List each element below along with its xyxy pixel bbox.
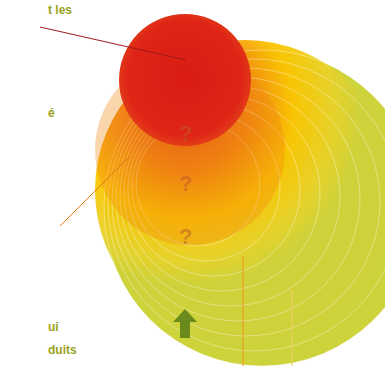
side-text: duits [48,343,77,357]
question-mark: ? [179,122,192,146]
leader-line [40,27,186,60]
red-core [119,14,251,146]
question-mark: ? [179,172,192,196]
up-arrow [173,309,197,338]
leader-line [291,290,292,366]
question-mark: ? [179,225,192,249]
side-text: é [48,106,55,120]
side-text: t les [48,3,72,17]
side-text: ui [48,320,59,334]
leader-line [60,156,130,226]
leader-line [242,256,243,366]
